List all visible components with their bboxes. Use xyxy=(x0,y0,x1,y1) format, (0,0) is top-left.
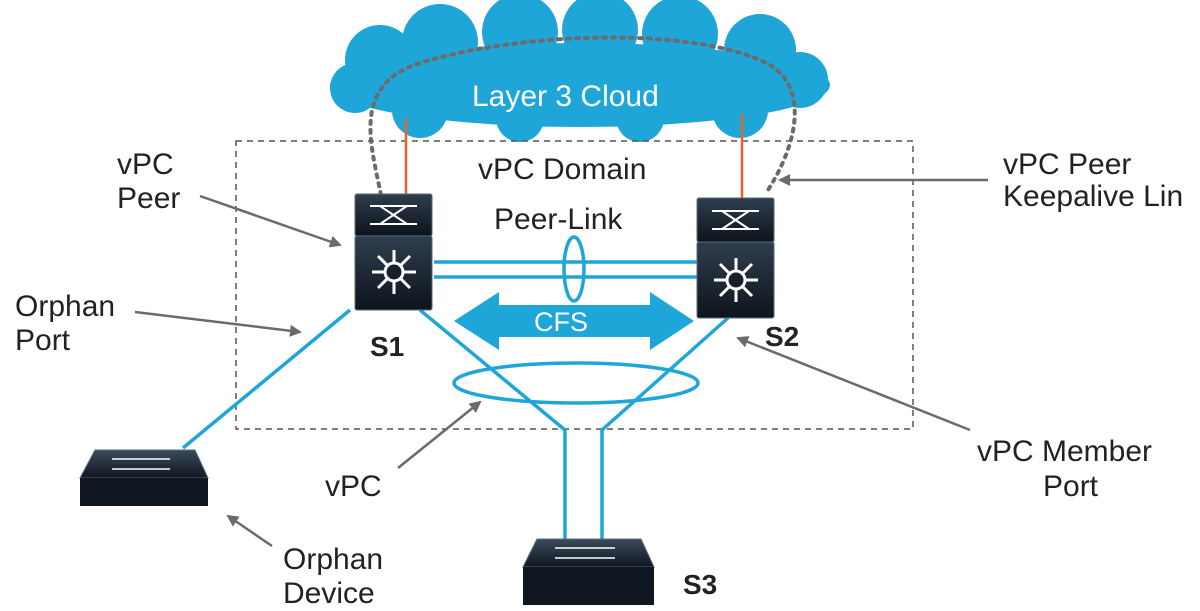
switch-s1 xyxy=(354,193,433,311)
peer-link-bundle xyxy=(562,235,586,303)
layer3-cloud xyxy=(330,0,830,142)
arrow-orphan-port xyxy=(134,310,302,337)
orphan-device-label-line1: Orphan xyxy=(283,543,384,576)
vpc-peer-label-line1: vPC xyxy=(117,148,174,181)
switch-s2 xyxy=(696,197,775,319)
arrow-orphan-device xyxy=(226,514,273,548)
peer-keepalive-link xyxy=(368,35,797,197)
callout-arrows xyxy=(134,174,988,548)
cfs-label: CFS xyxy=(534,307,588,337)
member-port-label-line2: Port xyxy=(1043,470,1099,503)
cfs-arrow xyxy=(454,292,694,350)
vpc-label: vPC xyxy=(325,470,382,503)
vpc-domain-boundary xyxy=(235,140,914,430)
orphan-port-label-line1: Orphan xyxy=(15,290,116,323)
vpc-domain-label: vPC Domain xyxy=(478,153,647,186)
switch-s1-label: S1 xyxy=(370,331,405,362)
vpc-peer-label-line2: Peer xyxy=(117,182,181,215)
cloud-label: Layer 3 Cloud xyxy=(472,80,659,113)
orphan-device-label-line2: Device xyxy=(283,577,375,610)
peer-link-label: Peer-Link xyxy=(494,203,623,236)
arrow-member-port xyxy=(736,336,971,432)
keepalive-label-line1: vPC Peer xyxy=(1003,148,1132,181)
switch-s3-label: S3 xyxy=(683,569,718,600)
member-port-label-line1: vPC Member xyxy=(977,435,1153,468)
orphan-device-switch xyxy=(79,449,209,506)
downlinks xyxy=(181,308,730,540)
vpc-bundle xyxy=(452,361,700,405)
keepalive-label-line2: Keepalive Lin xyxy=(1003,180,1184,213)
switch-s3 xyxy=(522,538,655,605)
orphan-port-label-line2: Port xyxy=(15,324,71,357)
switch-s2-label: S2 xyxy=(765,321,800,352)
arrow-vpc-peer xyxy=(199,194,342,248)
arrow-vpc xyxy=(397,400,482,469)
